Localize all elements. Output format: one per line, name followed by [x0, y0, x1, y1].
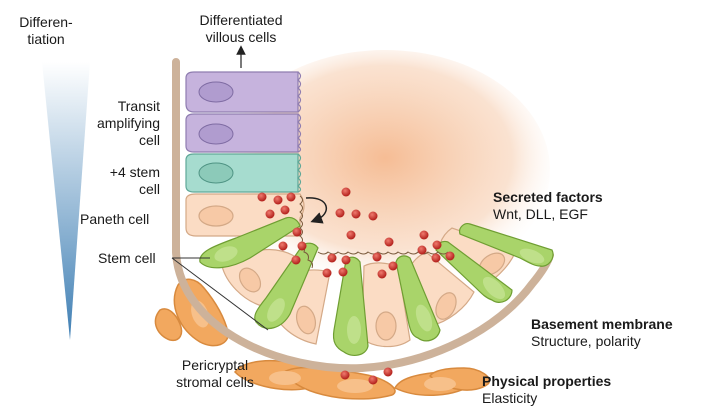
factor-dot: [433, 241, 442, 250]
factor-dot: [336, 209, 345, 218]
factor-dot: [347, 231, 356, 240]
plus4-stem-cell: [186, 154, 301, 192]
factor-dot: [266, 210, 275, 219]
basement-membrane-label: Basement membrane Structure, polarity: [531, 316, 673, 350]
factor-dot: [384, 368, 393, 377]
stem-cell-label: Stem cell: [98, 250, 156, 267]
factor-dot: [287, 193, 296, 202]
differentiation-label: Differen- tiation: [10, 14, 82, 48]
factor-dot: [281, 206, 290, 215]
factor-dot: [432, 254, 441, 263]
paneth-cell-label: Paneth cell: [80, 211, 149, 228]
factor-dot: [258, 193, 267, 202]
factor-dot: [342, 256, 351, 265]
factor-dot: [352, 210, 361, 219]
physical-properties-title: Physical properties: [482, 373, 611, 390]
factor-dot: [341, 371, 350, 380]
factor-dot: [385, 238, 394, 247]
factor-dot: [418, 246, 427, 255]
transit-amplifying-cell-label: Transit amplifying cell: [82, 98, 160, 149]
factor-dot: [279, 242, 288, 251]
physical-properties-label: Physical properties Elasticity: [482, 373, 611, 407]
factor-dot: [323, 269, 332, 278]
differentiated-villous-cells-label: Differentiated villous cells: [186, 12, 296, 46]
secreted-factors-detail: Wnt, DLL, EGF: [493, 206, 603, 223]
factor-dot: [369, 212, 378, 221]
factor-dot: [298, 242, 307, 251]
factor-dot: [446, 252, 455, 261]
factor-dot: [328, 254, 337, 263]
factor-dot: [293, 228, 302, 237]
factor-dot: [373, 253, 382, 262]
secreted-factors-title: Secreted factors: [493, 189, 603, 206]
factor-dot: [389, 262, 398, 271]
factor-dot: [274, 196, 283, 205]
basement-membrane-detail: Structure, polarity: [531, 333, 673, 350]
physical-properties-detail: Elasticity: [482, 390, 611, 407]
plus4-stem-cell-label: +4 stem cell: [92, 164, 160, 198]
secreted-factors-label: Secreted factors Wnt, DLL, EGF: [493, 189, 603, 223]
factor-dot: [339, 268, 348, 277]
factor-dot: [378, 270, 387, 279]
pericryptal-stromal-cells-label: Pericryptal stromal cells: [156, 357, 274, 391]
factor-dot: [420, 231, 429, 240]
factor-dot: [369, 376, 378, 385]
factor-dot: [292, 256, 301, 265]
basement-membrane-title: Basement membrane: [531, 316, 673, 333]
factor-dot: [342, 188, 351, 197]
transit-amplifying-cells: [186, 72, 301, 152]
